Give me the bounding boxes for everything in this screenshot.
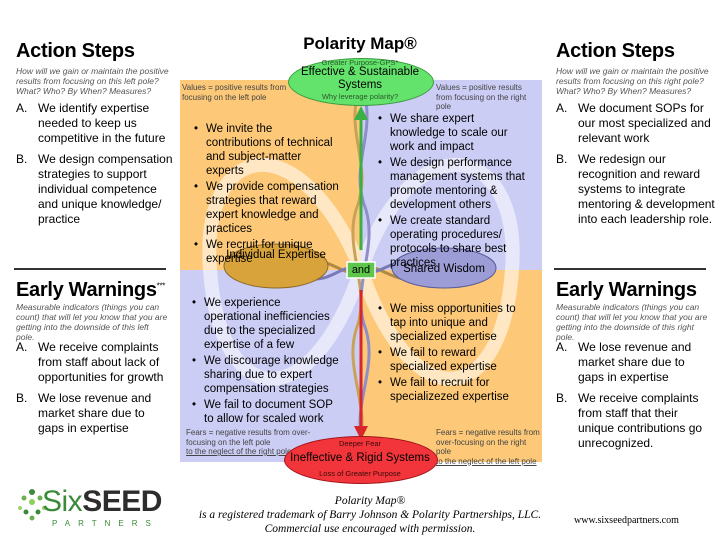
fear-ellipse bbox=[284, 436, 438, 484]
item-text: We lose revenue and market share due to … bbox=[38, 391, 152, 435]
gps-label: Effective & Sustainable Systems bbox=[300, 66, 420, 91]
map-title: Polarity Map® bbox=[303, 34, 417, 53]
right-divider bbox=[554, 268, 706, 270]
list-item: We miss opportunities to tap into unique… bbox=[378, 302, 524, 344]
item-text: We identify expertise needed to keep us … bbox=[38, 101, 166, 145]
sixseed-logo: SixSEED PARTNERS bbox=[12, 486, 172, 532]
item-letter: B. bbox=[556, 391, 568, 405]
fear-small-top: Deeper Fear bbox=[338, 439, 382, 448]
footer-line2: is a registered trademark of Barry Johns… bbox=[198, 509, 542, 521]
values-right-label: Values = positive results from focusing … bbox=[436, 83, 527, 111]
list-item: We fail to recruit for specializezed exp… bbox=[378, 376, 524, 404]
item-letter: A. bbox=[16, 101, 28, 115]
left-warn-list: A. We receive complaints from staff about… bbox=[16, 340, 168, 442]
right-warn-list: A. We lose revenue and market share due t… bbox=[556, 340, 712, 457]
left-pole-label: Individual Expertise bbox=[226, 249, 326, 261]
item-letter: A. bbox=[16, 340, 28, 354]
item-text: We lose revenue and market share due to … bbox=[578, 340, 692, 384]
fears-right-line1: Fears = negative results from over-focus… bbox=[436, 428, 540, 456]
left-warn-heading-text: Early Warnings bbox=[16, 279, 157, 301]
right-action-heading: Action Steps bbox=[556, 40, 675, 62]
list-item: We provide compensation strategies that … bbox=[194, 180, 340, 236]
left-action-subtitle: How will we gain or maintain the positiv… bbox=[16, 66, 169, 96]
item-letter: A. bbox=[556, 101, 568, 115]
fears-left-line2: to the neglect of the right pole bbox=[186, 447, 292, 456]
list-item: B. We lose revenue and market share due t… bbox=[16, 391, 168, 436]
fears-right-label: Fears = negative results from over-focus… bbox=[436, 428, 540, 466]
polarity-map: Values = positive results from focusing … bbox=[180, 80, 542, 466]
and-label: and bbox=[351, 264, 371, 276]
left-divider bbox=[14, 268, 166, 270]
and-box bbox=[346, 261, 376, 279]
list-item: We share expert knowledge to scale our w… bbox=[378, 112, 528, 154]
item-letter: B. bbox=[16, 391, 28, 405]
list-item: A. We receive complaints from staff about… bbox=[16, 340, 168, 385]
list-item: We experience operational inefficiencies… bbox=[192, 296, 340, 352]
left-warn-mark: *** bbox=[156, 281, 166, 291]
item-letter: B. bbox=[16, 152, 28, 166]
list-item: A. We identify expertise needed to keep u… bbox=[16, 101, 176, 146]
logo-subtitle: PARTNERS bbox=[52, 519, 159, 528]
arrow-up-head bbox=[354, 106, 368, 120]
logo-word-seed: SEED bbox=[82, 485, 162, 518]
fear-small-bottom: Loss of Greater Purpose bbox=[319, 469, 401, 478]
lower-left-list: We experience operational inefficiencies… bbox=[192, 296, 340, 428]
item-text: We redesign our recognition and reward s… bbox=[578, 152, 715, 226]
upper-right-list: We share expert knowledge to scale our w… bbox=[378, 112, 528, 272]
list-item: We discourage knowledge sharing due to e… bbox=[192, 354, 340, 396]
list-item: A. We document SOPs for our most speciali… bbox=[556, 101, 716, 146]
list-item: We design performance management systems… bbox=[378, 156, 528, 212]
list-item: We fail to reward specialized expertise bbox=[378, 346, 524, 374]
left-action-heading: Action Steps bbox=[16, 40, 135, 62]
item-text: We receive complaints from staff that th… bbox=[578, 391, 703, 450]
values-left-label: Values = positive results from focusing … bbox=[182, 83, 287, 102]
right-action-list: A. We document SOPs for our most speciali… bbox=[556, 101, 716, 233]
item-text: We document SOPs for our most specialize… bbox=[578, 101, 711, 145]
website-url[interactable]: www.sixseedpartners.com bbox=[574, 515, 679, 526]
right-warn-subtitle: Measurable indicators (things you can co… bbox=[556, 302, 708, 342]
list-item: A. We lose revenue and market share due t… bbox=[556, 340, 712, 385]
arrow-down-head bbox=[354, 426, 368, 440]
fears-left-line1: Fears = negative results from over-focus… bbox=[186, 428, 311, 447]
list-item: B. We redesign our recognition and reward… bbox=[556, 152, 716, 227]
footer-line3: Commercial use encouraged with permissio… bbox=[264, 523, 476, 535]
list-item: B. We design compensation strategies to s… bbox=[16, 152, 176, 227]
item-text: We receive complaints from staff about l… bbox=[38, 340, 164, 384]
left-warn-subtitle: Measurable indicators (things you can co… bbox=[16, 302, 168, 342]
gps-small-bottom: Why leverage polarity? bbox=[321, 92, 399, 101]
fears-left-label: Fears = negative results from over-focus… bbox=[186, 428, 312, 457]
left-action-list: A. We identify expertise needed to keep u… bbox=[16, 101, 176, 233]
list-item: We recruit for unique expertise bbox=[194, 238, 340, 266]
lower-right-list: We miss opportunities to tap into unique… bbox=[378, 302, 524, 406]
footer-line1: Polarity Map® bbox=[334, 495, 406, 507]
list-item: We fail to document SOP to allow for sca… bbox=[192, 398, 340, 426]
footer-notice: Polarity Map® is a registered trademark … bbox=[180, 494, 560, 536]
item-text: We design compensation strategies to sup… bbox=[38, 152, 173, 226]
right-pole-label: Shared Wisdom bbox=[403, 263, 485, 275]
upper-left-list: We invite the contributions of technical… bbox=[194, 122, 340, 268]
item-letter: B. bbox=[556, 152, 568, 166]
item-letter: A. bbox=[556, 340, 568, 354]
fears-right-line2: to the neglect of the left pole bbox=[436, 456, 537, 466]
fear-label: Ineffective & Rigid Systems bbox=[290, 452, 430, 464]
seed-dots-icon bbox=[18, 489, 46, 521]
gps-small-top: Greater Purpose-GPS* bbox=[321, 58, 399, 67]
right-action-subtitle: How will we gain or maintain the positiv… bbox=[556, 66, 709, 96]
list-item: B. We receive complaints from staff that … bbox=[556, 391, 712, 451]
list-item: We create standard operating procedures/… bbox=[378, 214, 528, 270]
logo-wordmark: SixSEED bbox=[42, 486, 162, 518]
gps-ellipse bbox=[288, 58, 434, 106]
left-warn-heading: Early Warnings*** bbox=[16, 279, 165, 302]
list-item: We invite the contributions of technical… bbox=[194, 122, 340, 178]
logo-word-six: Six bbox=[42, 485, 83, 518]
right-warn-heading: Early Warnings bbox=[556, 279, 697, 301]
